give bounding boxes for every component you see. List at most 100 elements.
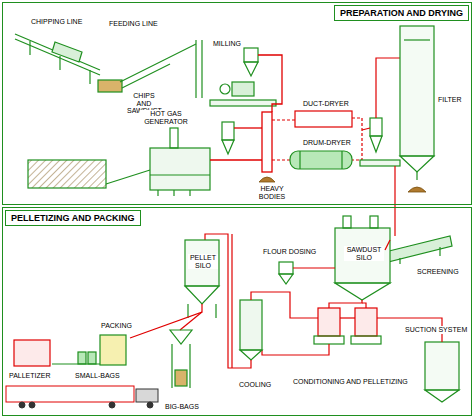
dryer-cyclone bbox=[370, 118, 382, 136]
sawdust-silo bbox=[385, 240, 390, 250]
pellet-mills bbox=[355, 308, 377, 336]
dryer-cyclone bbox=[370, 136, 382, 152]
cooler bbox=[240, 350, 262, 360]
pellet-mills bbox=[314, 336, 344, 344]
sawdust-silo bbox=[343, 216, 351, 228]
chipping-line bbox=[15, 34, 100, 70]
hot-gas-generator bbox=[189, 190, 190, 196]
feeding-line bbox=[120, 58, 168, 82]
truck bbox=[147, 402, 153, 408]
feeding-line bbox=[168, 44, 196, 58]
fines-pile bbox=[408, 187, 426, 192]
equipment-label: DRUM-DRYER bbox=[302, 139, 352, 147]
exhaust-duct bbox=[362, 58, 400, 236]
equipment-label: SCREENING bbox=[416, 268, 460, 276]
packing-line bbox=[130, 304, 202, 338]
packing-line bbox=[130, 304, 202, 338]
big-bag-station bbox=[170, 330, 192, 388]
flour-dosing-unit bbox=[279, 262, 293, 274]
hot-gas-generator bbox=[157, 190, 158, 196]
duct-dryer bbox=[295, 111, 352, 127]
pellet-mills bbox=[329, 300, 362, 308]
chipping-line bbox=[15, 34, 100, 84]
equipment-label: FILTER bbox=[437, 96, 463, 104]
section-panel: PREPARATION AND DRYING bbox=[2, 2, 472, 205]
milling-unit bbox=[220, 84, 230, 94]
milling-unit bbox=[244, 62, 258, 76]
equipment-label: DUCT-DRYER bbox=[302, 100, 350, 108]
equipment-label: SAWDUST SILO bbox=[344, 246, 384, 261]
sawdust-silo bbox=[335, 216, 390, 300]
screening-unit bbox=[385, 236, 452, 262]
cooler bbox=[240, 300, 262, 350]
equipment-label: HEAVY BODIES bbox=[257, 185, 287, 200]
hot-gas-duct bbox=[210, 55, 282, 172]
chipping-line bbox=[29, 41, 30, 55]
hot-gas-generator bbox=[173, 190, 174, 196]
exhaust-duct bbox=[362, 128, 370, 130]
pellet-mills bbox=[318, 308, 340, 336]
heavy-bodies bbox=[259, 177, 275, 182]
feeding-line bbox=[201, 40, 202, 98]
truck bbox=[29, 402, 35, 408]
hot-gas-duct bbox=[234, 127, 262, 128]
truck bbox=[109, 402, 115, 408]
sawdust-silo bbox=[335, 228, 390, 283]
filter-tower bbox=[400, 26, 434, 180]
milling-unit bbox=[244, 48, 258, 62]
fines-pile bbox=[408, 187, 426, 192]
truck bbox=[19, 402, 25, 408]
pellet-mills bbox=[362, 303, 366, 308]
truck bbox=[6, 386, 134, 402]
flour-dosing-unit bbox=[293, 267, 335, 268]
filter-tower bbox=[416, 172, 417, 180]
hot-gas-generator bbox=[222, 140, 234, 154]
chipping-line bbox=[52, 42, 82, 62]
pellet-silo bbox=[187, 304, 188, 318]
bagging-machine bbox=[88, 352, 96, 364]
bagging-machine bbox=[78, 352, 86, 364]
equipment-label: SMALL-BAGS bbox=[74, 372, 121, 380]
dryer-loop bbox=[272, 119, 295, 120]
truck bbox=[6, 386, 158, 408]
hot-gas-generator bbox=[150, 148, 210, 190]
hot-gas-duct bbox=[258, 55, 282, 112]
suction-system bbox=[340, 317, 355, 318]
filter-tower bbox=[404, 39, 430, 40]
hot-gas-generator bbox=[170, 128, 178, 148]
dryer-loop bbox=[272, 159, 290, 160]
feeding-line bbox=[195, 40, 196, 98]
drum-dryer bbox=[290, 151, 352, 169]
dryer-cyclone bbox=[360, 118, 400, 166]
pellet-mills bbox=[262, 344, 329, 355]
hot-gas-duct bbox=[262, 112, 272, 172]
equipment-label: PELLET SILO bbox=[188, 254, 218, 269]
truck bbox=[136, 389, 158, 402]
chipping-line bbox=[59, 56, 60, 70]
milling-unit bbox=[210, 100, 276, 106]
pellet-silo bbox=[215, 304, 216, 318]
pellet-mills bbox=[351, 336, 381, 344]
section-heading: PREPARATION AND DRYING bbox=[334, 5, 469, 21]
packing-line bbox=[180, 312, 202, 330]
equipment-label: CONDITIONING AND PELLETIZING bbox=[292, 378, 409, 386]
milling-unit bbox=[232, 82, 254, 96]
pellet-mills bbox=[262, 300, 381, 355]
equipment-label: HOT GAS GENERATOR bbox=[140, 110, 192, 125]
cooler bbox=[240, 292, 318, 360]
drum-dryer bbox=[290, 151, 352, 169]
palletizer-unit bbox=[14, 340, 50, 366]
chipping-line bbox=[15, 39, 100, 75]
bagging-machine bbox=[52, 363, 100, 364]
exhaust-duct bbox=[394, 166, 395, 236]
big-bag-station bbox=[175, 370, 187, 386]
fuel-store bbox=[28, 160, 150, 188]
drum-dryer bbox=[341, 151, 342, 169]
drum-dryer bbox=[299, 151, 300, 169]
milling-unit bbox=[210, 48, 276, 106]
suction-system bbox=[425, 342, 459, 390]
section-heading: PELLETIZING AND PACKING bbox=[5, 210, 141, 226]
sawdust-silo bbox=[370, 216, 378, 228]
equipment-label: PALLETIZER bbox=[8, 372, 52, 380]
equipment-label: SUCTION SYSTEM bbox=[404, 326, 468, 334]
